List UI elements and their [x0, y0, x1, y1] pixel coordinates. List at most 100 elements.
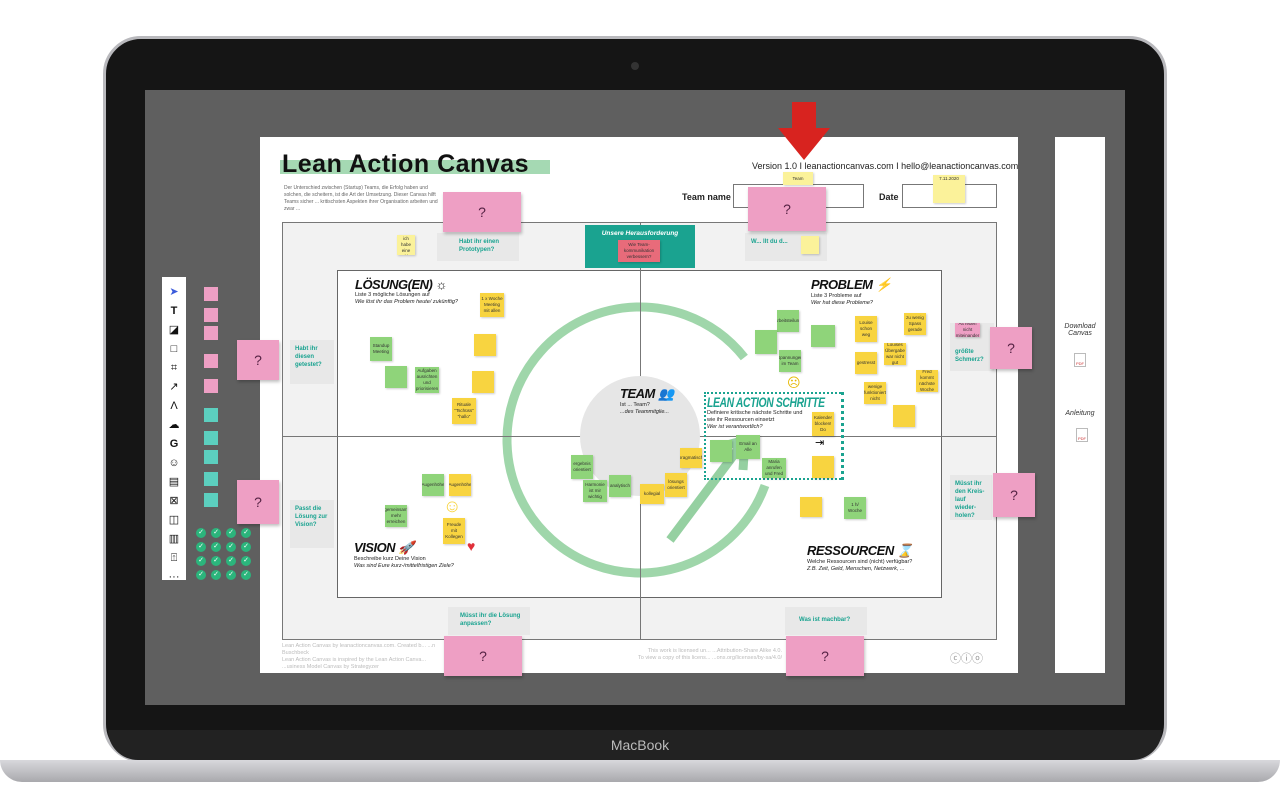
question-sticky[interactable]: ?	[786, 636, 864, 676]
sticky-note[interactable]: Maria anrufen und Fred	[762, 458, 786, 478]
check-icon[interactable]: ✓	[211, 556, 221, 566]
emoji-icon[interactable]: ☺	[168, 457, 180, 469]
check-icon[interactable]: ✓	[196, 542, 206, 552]
sticky-note[interactable]: Email an Alle	[736, 435, 760, 459]
question-sticky[interactable]: ?	[237, 340, 279, 380]
footer-credits: Lean Action Canvas by leanactioncanvas.c…	[282, 643, 436, 670]
check-icon[interactable]: ✓	[211, 570, 221, 580]
sticky-note[interactable]: Standup Meeting	[370, 337, 392, 361]
pdf-guide-icon[interactable]: PDF	[1076, 428, 1088, 442]
check-icon[interactable]: ✓	[196, 556, 206, 566]
sticky-note[interactable]	[385, 366, 407, 388]
section-lean-action: LEAN ACTION SCHRITTE Definiere kritische…	[707, 394, 825, 430]
check-icon[interactable]: ✓	[226, 528, 236, 538]
shape-icon[interactable]: □	[170, 343, 178, 355]
palette-pink-note[interactable]	[204, 308, 218, 322]
sticky-note[interactable]: Alt reden nicht miteinander	[955, 323, 980, 337]
crop-icon[interactable]: ⊠	[169, 495, 179, 507]
google-icon[interactable]: G	[169, 438, 179, 450]
select-cursor-icon[interactable]: ➤	[169, 286, 179, 298]
palette-pink-note[interactable]	[204, 287, 218, 301]
comment-icon[interactable]: ▤	[168, 476, 180, 488]
palette-teal-note[interactable]	[204, 450, 218, 464]
check-icon[interactable]: ✓	[241, 556, 251, 566]
text-tool-icon[interactable]: T	[170, 305, 178, 317]
sticky-note[interactable]: wenige funktioniert nicht	[864, 382, 886, 404]
sticky-note[interactable]: Louise schon weg	[855, 316, 877, 342]
sticky-note[interactable]	[474, 334, 496, 356]
question-sticky[interactable]: ?	[990, 327, 1032, 369]
palette-teal-note[interactable]	[204, 408, 218, 422]
check-icon[interactable]: ✓	[241, 542, 251, 552]
sticky-note[interactable]	[755, 330, 777, 354]
sticky-note[interactable]: lösungs orientiert	[665, 473, 687, 497]
sticky-note[interactable]: 1 x Woche Meeting mit allen	[480, 293, 504, 317]
sticky-note[interactable]	[710, 440, 732, 462]
check-grid: ✓ ✓ ✓ ✓ ✓ ✓ ✓ ✓ ✓ ✓ ✓ ✓ ✓ ✓ ✓ ✓	[196, 528, 251, 580]
sticky-note[interactable]: gemeinsam mehr erreichen	[385, 505, 407, 527]
sticky-note[interactable]	[800, 497, 822, 517]
more-icon[interactable]: ···	[168, 571, 180, 583]
check-icon[interactable]: ✓	[196, 528, 206, 538]
sticky-note[interactable]: analytisch	[609, 475, 631, 497]
check-icon[interactable]: ✓	[211, 528, 221, 538]
date-sticky[interactable]: 7.11.2020	[933, 175, 965, 203]
sticky-note[interactable]: kollegial	[640, 484, 664, 504]
palette-pink-note[interactable]	[204, 326, 218, 340]
palette-pink-note[interactable]	[204, 379, 218, 393]
check-icon[interactable]: ✓	[241, 570, 251, 580]
check-icon[interactable]: ✓	[211, 542, 221, 552]
question-sticky[interactable]: ?	[444, 636, 522, 676]
sticky-note[interactable]: Team	[783, 172, 813, 185]
sticky-note[interactable]: Augenhöhe	[422, 474, 444, 496]
comment-line-icon[interactable]: Λ	[170, 400, 178, 412]
sticky-note-icon[interactable]: ◪	[168, 324, 180, 336]
sticky-note[interactable]: Spannungen im Team	[779, 350, 801, 372]
check-icon[interactable]: ✓	[226, 556, 236, 566]
smiley-icon: ☺	[443, 496, 462, 516]
check-icon[interactable]: ✓	[226, 542, 236, 552]
sticky-note[interactable]: gestresst	[855, 352, 877, 374]
palette-teal-note[interactable]	[204, 493, 218, 507]
check-icon[interactable]: ✓	[226, 570, 236, 580]
sticky-note[interactable]: pragmatisch	[680, 448, 702, 468]
sticky-note[interactable]: Fred kommt nächste Woche	[916, 370, 938, 392]
challenge-note[interactable]: Wie Team-kommunikation verbessern?	[618, 240, 660, 262]
sticky-note[interactable]: Freude mit Kollegen	[443, 518, 465, 544]
sticky-note[interactable]: Rituale "Tschüss" "hallo"	[452, 398, 476, 424]
sticky-note[interactable]: 1 h/ Woche	[844, 497, 866, 519]
sticky-note[interactable]	[893, 405, 915, 427]
sticky-note[interactable]: Augenhöhe	[449, 474, 471, 496]
frame-icon[interactable]: ⌗	[170, 362, 178, 374]
sticky-note[interactable]: Kalender blocken! Do	[812, 412, 834, 436]
question-sticky[interactable]: ?	[237, 480, 279, 524]
sticky-note[interactable]	[812, 456, 834, 478]
sticky-note[interactable]: Arbeitsteilung	[777, 310, 799, 332]
guide-label: Anleitung	[1065, 410, 1095, 417]
palette-teal-note[interactable]	[204, 472, 218, 486]
pdf-download-icon[interactable]: PDF	[1074, 353, 1086, 367]
upload-icon[interactable]: ☁	[168, 419, 180, 431]
sticky-note[interactable]: zu wenig Spass gerade	[904, 313, 926, 335]
question-sticky[interactable]: ?	[443, 192, 521, 232]
sticky-note[interactable]	[801, 236, 819, 254]
palette-teal-note[interactable]	[204, 431, 218, 445]
sticky-note[interactable]: Louises Übergabe war nicht gut	[884, 343, 906, 365]
check-icon[interactable]: ✓	[241, 528, 251, 538]
sticky-note[interactable]: ergebnis orientiert	[571, 455, 593, 479]
pen-icon[interactable]: ↗	[169, 381, 179, 393]
question-sticky[interactable]: ?	[993, 473, 1035, 517]
sticky-note[interactable]	[811, 325, 835, 347]
sticky-note[interactable]	[472, 371, 494, 393]
template-icon[interactable]: ▥	[168, 533, 180, 545]
board-icon[interactable]: ◫	[168, 514, 180, 526]
upload-box-icon[interactable]: ⍐	[170, 552, 178, 564]
check-icon[interactable]: ✓	[196, 570, 206, 580]
sticky-note[interactable]: Harmonie ist mir wichtig	[583, 480, 607, 502]
right-panel	[1055, 137, 1105, 673]
sticky-note[interactable]: Aufgaben ausrichten und priorisieren	[415, 367, 439, 393]
board-toolbar: ➤ T ◪ □ ⌗ ↗ Λ ☁ G ☺ ▤ ⊠ ◫ ▥ ⍐ ···	[162, 277, 186, 583]
question-sticky[interactable]: ?	[748, 187, 826, 231]
sticky-note[interactable]: Sabe ich habe eine Problem	[397, 235, 415, 255]
palette-pink-note[interactable]	[204, 354, 218, 368]
